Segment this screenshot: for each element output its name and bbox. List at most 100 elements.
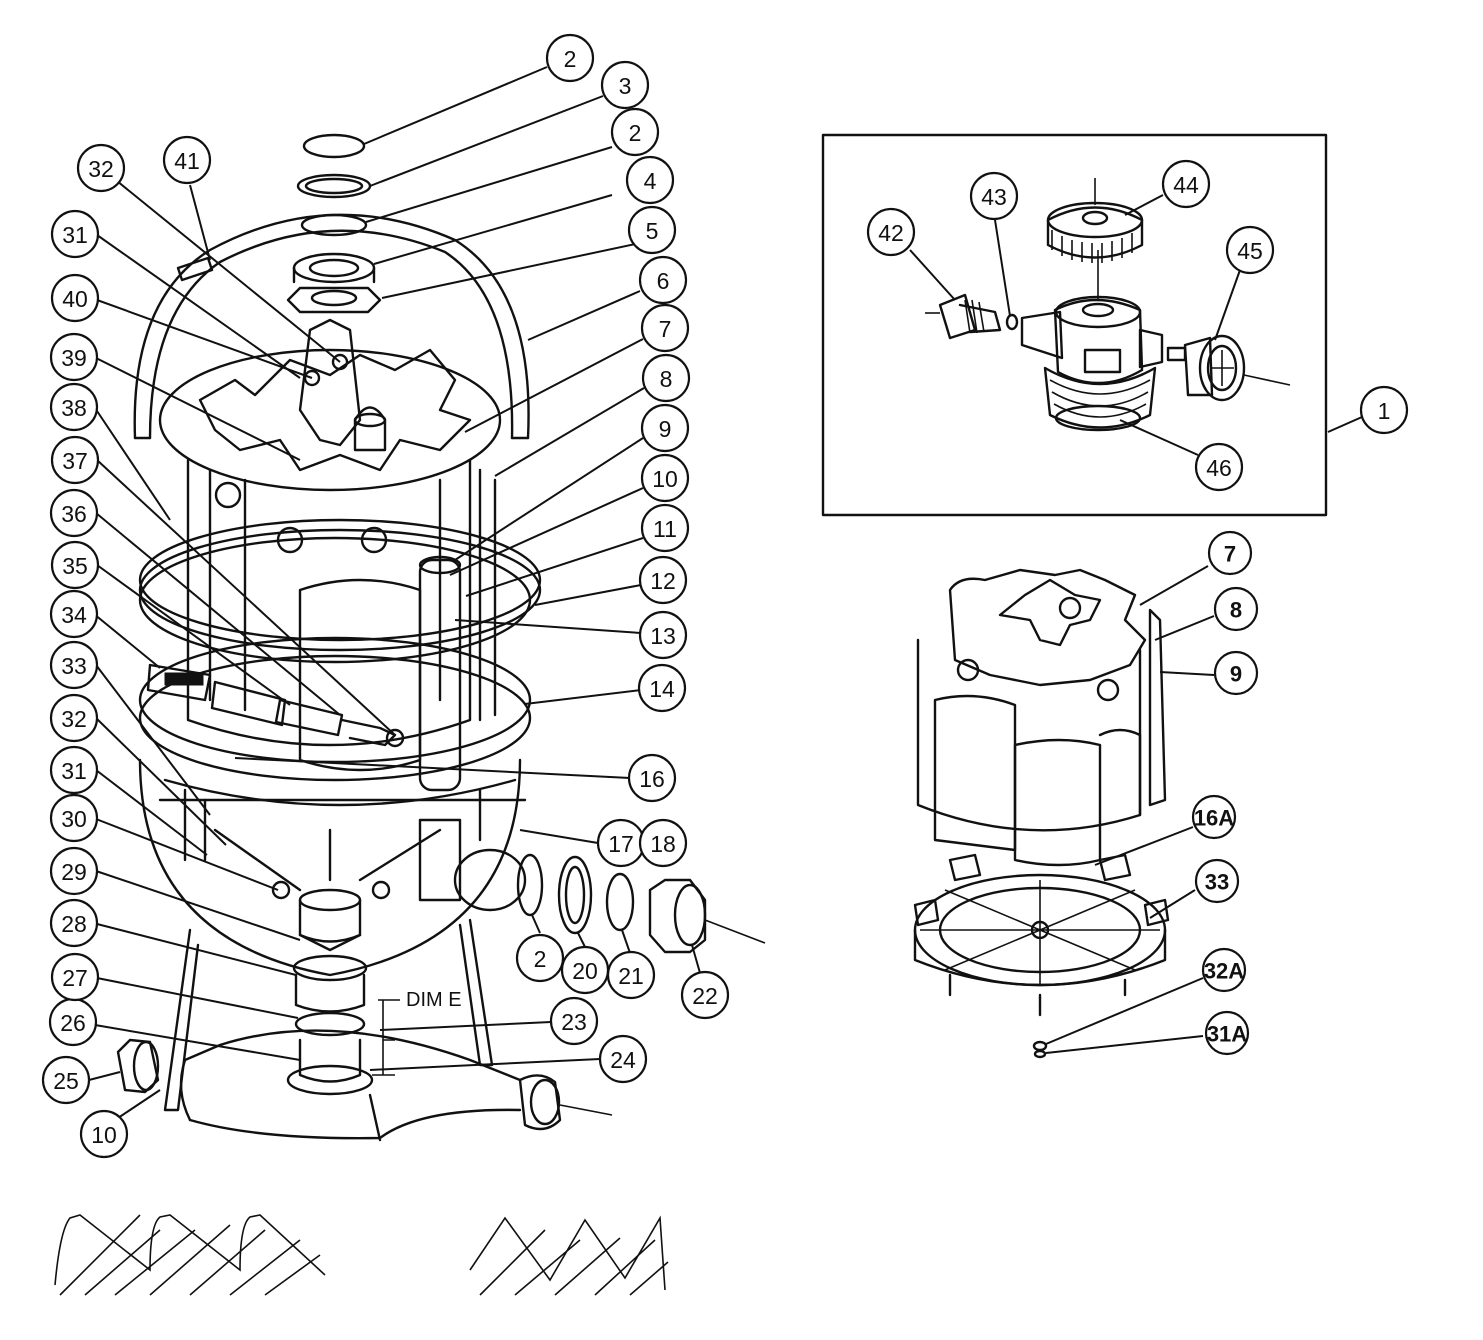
callout-label: 16A <box>1194 806 1234 831</box>
callout-20: 20 <box>560 945 610 995</box>
callout-44: 44 <box>1161 159 1211 209</box>
callout-2-top: 2 <box>545 33 595 83</box>
callout-circle <box>1201 947 1247 993</box>
side-union-fittings <box>516 853 766 954</box>
callout-39: 39 <box>49 332 99 382</box>
callout-circle <box>637 663 687 713</box>
callout-label: 16 <box>639 766 665 792</box>
callout-label: 40 <box>62 286 88 312</box>
callout-label: 9 <box>1230 662 1242 687</box>
callout-circle <box>49 382 99 432</box>
callout-36: 36 <box>49 488 99 538</box>
callout-11: 11 <box>640 503 690 553</box>
callout-label: 2 <box>564 46 577 72</box>
callout-label: 9 <box>659 416 672 442</box>
callout-8: 8 <box>641 353 691 403</box>
callout-circle <box>638 818 688 868</box>
callout-label: 32 <box>61 706 87 732</box>
callout-label: 23 <box>561 1009 587 1035</box>
callout-circle <box>600 60 650 110</box>
bottom-pipe <box>179 1029 613 1142</box>
callout-label: 13 <box>650 623 676 649</box>
callout-label: 3 <box>619 73 632 99</box>
callout-9-detail: 9 <box>1213 650 1259 696</box>
top-cap-stack <box>286 133 382 314</box>
callout-label: 43 <box>981 184 1007 210</box>
callout-label: 32A <box>1204 959 1244 984</box>
callout-10-right: 10 <box>640 453 690 503</box>
callout-label: 14 <box>649 676 675 702</box>
callout-label: 42 <box>878 220 904 246</box>
callout-label: 38 <box>61 395 87 421</box>
valve-knob <box>1046 178 1144 263</box>
callout-circle <box>50 209 100 259</box>
callout-label: 10 <box>652 466 678 492</box>
callout-27: 27 <box>50 952 100 1002</box>
callout-circle <box>76 143 126 193</box>
callout-circle <box>610 107 660 157</box>
callout-circle <box>49 745 99 795</box>
callout-label: 35 <box>62 553 88 579</box>
callout-circle <box>50 273 100 323</box>
callout-circle <box>50 435 100 485</box>
callout-label: 22 <box>692 983 718 1009</box>
callout-circle <box>49 693 99 743</box>
callout-14: 14 <box>637 663 687 713</box>
callout-33-detail: 33 <box>1194 858 1240 904</box>
callout-32-lower: 32 <box>49 693 99 743</box>
callout-45: 45 <box>1225 225 1275 275</box>
callout-circle <box>50 952 100 1002</box>
callout-28: 28 <box>49 898 99 948</box>
callout-label: 33 <box>1205 870 1229 895</box>
callout-6: 6 <box>638 255 688 305</box>
callout-43: 43 <box>969 171 1019 221</box>
callout-circle <box>49 793 99 843</box>
callout-13: 13 <box>638 610 688 660</box>
callout-label: 7 <box>1224 542 1236 567</box>
callout-circle <box>1161 159 1211 209</box>
manifold-top <box>158 318 502 492</box>
callout-circle <box>606 950 656 1000</box>
callout-circle <box>41 1055 91 1105</box>
callout-circle <box>79 1109 129 1159</box>
callout-10-bottom: 10 <box>79 1109 129 1159</box>
callout-circle <box>640 453 690 503</box>
callout-label: 7 <box>659 316 672 342</box>
tank-lid-dome <box>133 213 530 440</box>
callout-label: 34 <box>61 602 87 628</box>
callout-label: 4 <box>644 168 657 194</box>
callout-7-detail: 7 <box>1207 530 1253 576</box>
callout-32A: 32A <box>1201 947 1247 993</box>
lateral-hub <box>913 853 1170 1017</box>
callout-label: 37 <box>62 448 88 474</box>
callout-circle <box>49 640 99 690</box>
callout-circle <box>625 155 675 205</box>
callout-23: 23 <box>549 996 599 1046</box>
callout-label: 8 <box>660 366 673 392</box>
callout-label: 18 <box>650 831 676 857</box>
dimension-marker: DIM E <box>372 989 462 1076</box>
callout-circle <box>1213 650 1259 696</box>
callout-46: 46 <box>1194 442 1244 492</box>
callout-label: 2 <box>534 946 547 972</box>
callout-42: 42 <box>866 207 916 257</box>
callout-label: 36 <box>61 501 87 527</box>
filter-tank-assembly: DIM E <box>116 133 766 1142</box>
callout-26: 26 <box>48 997 98 1047</box>
callout-label: 39 <box>61 345 87 371</box>
callout-circle <box>1204 1010 1250 1056</box>
callout-40: 40 <box>50 273 100 323</box>
callout-38: 38 <box>49 382 99 432</box>
callout-circle <box>640 503 690 553</box>
callout-1: 1 <box>1359 385 1409 435</box>
valve-detail-inset <box>821 133 1328 517</box>
callout-circle <box>598 1034 648 1084</box>
callout-label: 32 <box>88 156 114 182</box>
callout-37: 37 <box>50 435 100 485</box>
callout-label: 41 <box>174 148 200 174</box>
callout-circle <box>640 303 690 353</box>
callout-leader-lines <box>88 66 1363 1119</box>
callout-4: 4 <box>625 155 675 205</box>
